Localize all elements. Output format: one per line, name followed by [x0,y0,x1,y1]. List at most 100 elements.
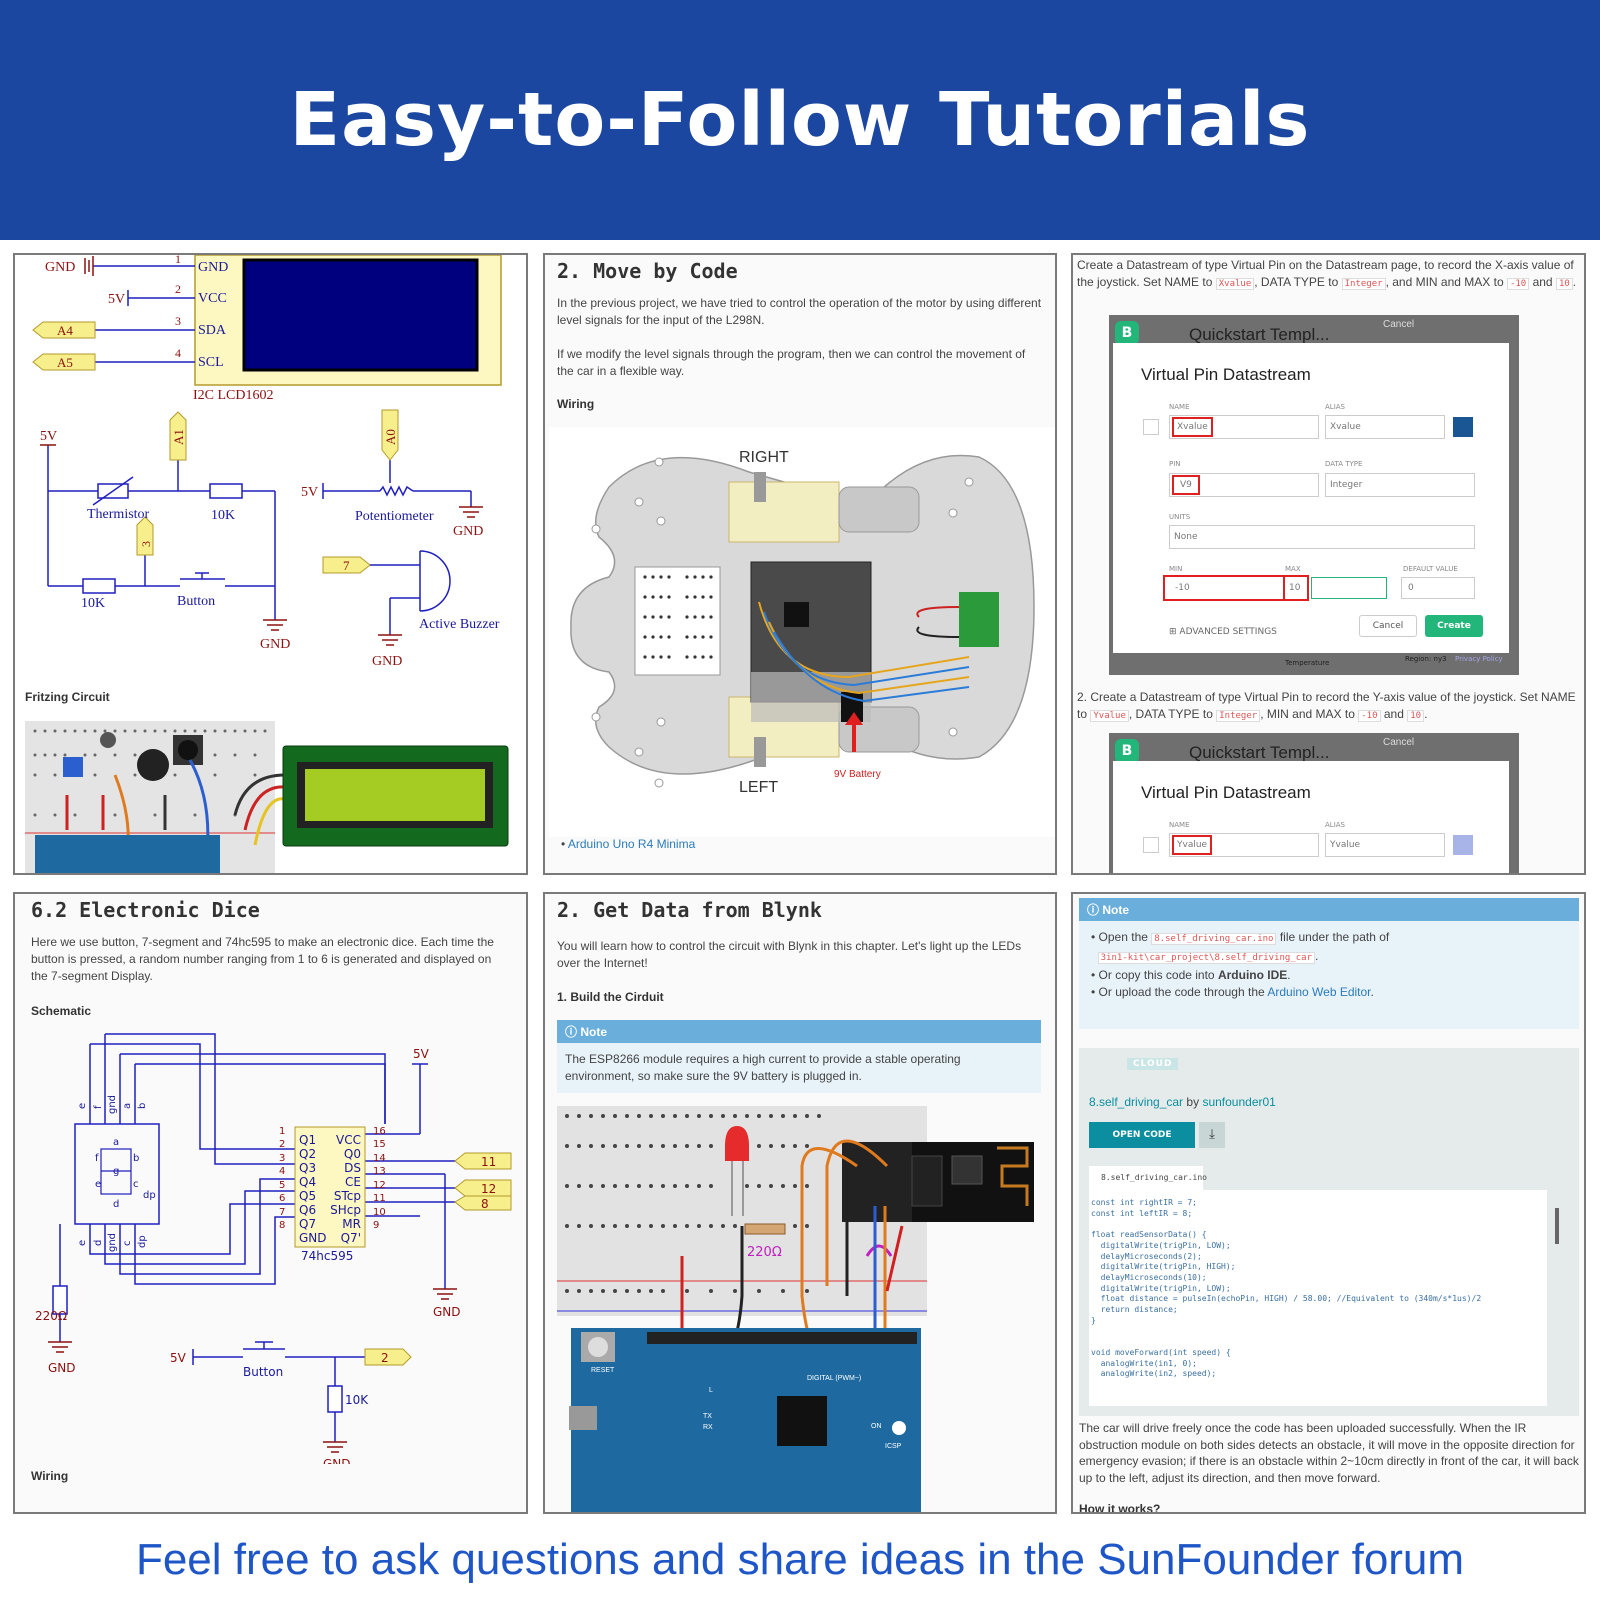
gnd-label-button: GND [323,1457,351,1464]
note-list: • Open the 8.self_driving_car.ino file u… [1079,921,1579,1029]
name-input[interactable]: Xvalue [1169,415,1319,439]
code-line: digitalWrite(trigPin, LOW); [1091,1240,1231,1250]
reset-label: RESET [591,1367,615,1374]
bullet3-pre: Or upload the code through the [1098,985,1265,999]
bg-template-title-2: Quickstart Templ... [1189,743,1330,762]
alias-input[interactable]: Xvalue [1325,415,1445,439]
dialog-title: Virtual Pin Datastream [1141,365,1311,384]
code-line [1091,1326,1545,1337]
chip-pin-q3: Q3 [299,1161,316,1175]
chip-pin-ds: DS [344,1161,361,1175]
note-title: Note [580,1025,608,1039]
alias-input-2[interactable]: Yvalue [1325,833,1445,857]
chip-pin-gnd: GND [299,1231,327,1245]
step1-end: , and MIN and MAX to [1385,275,1504,289]
privacy-link[interactable]: Privacy Policy [1455,655,1503,663]
step1-type-code: Integer [1341,278,1386,290]
svg-text:f: f [93,1105,104,1109]
button-label-lcd: Button [177,594,215,609]
list-item-arduino[interactable]: • Arduino Uno R4 Minima [561,837,696,851]
footer-banner: Feel free to ask questions and share ide… [0,1525,1600,1595]
5v-label-pot: 5V [301,485,318,500]
name-value-2: Yvalue [1171,835,1213,855]
bullet1-post: file under the path of [1279,930,1390,944]
tag-8: 8 [481,1197,489,1211]
name-input-2[interactable]: Yvalue [1169,833,1319,857]
bullet1-file: 8.self_driving_car.ino [1151,933,1277,945]
panel5-paragraph: You will learn how to control the circui… [557,939,1022,970]
pin-n7: 7 [279,1207,285,1218]
pin-n6: 6 [279,1193,285,1204]
code-line: } [1091,1315,1096,1325]
sketch-name-link[interactable]: 8.self_driving_car [1089,1095,1184,1109]
color-swatch-2[interactable] [1453,835,1473,855]
svg-text:e: e [95,1179,101,1190]
cube-icon [1143,419,1159,435]
name-label: NAME [1169,403,1190,411]
panel2-paragraph-1: In the previous project, we have tried t… [557,296,1042,327]
blynk-wiring-diagram: 220Ω RESET DIGITAL (PWM~) ON [557,1106,1034,1512]
tag-11: 11 [481,1155,496,1169]
bullet2-bold: Arduino IDE [1217,968,1288,982]
step2-type-code: Integer [1216,710,1261,722]
svg-text:dp: dp [143,1190,156,1201]
max-input[interactable]: 10 [1283,575,1309,601]
max-stepper[interactable] [1311,577,1387,599]
on-label: ON [871,1423,882,1430]
footer-text: Feel free to ask questions and share ide… [135,1535,1465,1584]
color-swatch[interactable] [1453,417,1473,437]
cancel-button[interactable]: Cancel [1359,615,1417,637]
datatype-select[interactable]: Integer [1325,473,1475,497]
note-text: The ESP8266 module requires a high curre… [557,1043,1041,1093]
lcd-pin-sda: SDA [198,323,227,338]
author-link[interactable]: sunfounder01 [1202,1095,1276,1109]
a4-tag: A4 [57,323,73,338]
default-input[interactable]: 0 [1401,577,1475,599]
alias-label-2: ALIAS [1325,821,1345,829]
pin-select[interactable]: V9 [1169,473,1319,497]
panel-blynk-data: 2. Get Data from Blynk You will learn ho… [543,892,1057,1514]
web-editor-link[interactable]: Arduino Web Editor [1267,985,1371,999]
code-line: float readSensorData() { [1091,1230,1207,1240]
panel4-paragraph: Here we use button, 7-segment and 74hc59… [31,935,494,983]
chip-pin-shcp: SHcp [330,1203,361,1217]
pin-value: V9 [1172,475,1200,495]
file-tab[interactable]: 8.self_driving_car.ino [1089,1166,1207,1190]
note-bullet-3: • Or upload the code through the Arduino… [1091,985,1374,999]
5v-label-therm: 5V [40,429,57,444]
svg-text:c: c [122,1241,133,1247]
create-button[interactable]: Create [1425,615,1483,637]
svg-text:b: b [133,1153,139,1164]
web-editor-embed: CLOUD 8.self_driving_car by sunfounder01… [1079,1048,1579,1416]
tag-12: 12 [481,1182,496,1196]
gnd-label-therm: GND [260,637,290,652]
note-title-2: Note [1102,903,1130,917]
open-code-button[interactable]: OPEN CODE [1089,1122,1195,1148]
thermistor-label: Thermistor [87,507,150,522]
name-value: Xvalue [1172,417,1213,437]
advanced-settings-toggle[interactable]: ⊞ ADVANCED SETTINGS [1169,627,1277,637]
step2-end: , MIN and MAX to [1260,707,1355,721]
pin-n8: 8 [279,1220,285,1231]
resistor-220-label-blynk: 220Ω [747,1245,782,1260]
code-block: const int rightIR = 7;const int leftIR =… [1091,1198,1545,1380]
icsp-label: ICSP [885,1443,902,1450]
rx-label: RX [703,1424,713,1431]
units-select[interactable]: None [1169,525,1475,549]
step2-mid: , DATA TYPE to [1128,707,1213,721]
code-scrollbar[interactable] [1555,1208,1559,1244]
code-line: analogWrite(in1, 0); [1091,1358,1197,1368]
bg-template-title: Quickstart Templ... [1189,325,1330,344]
svg-text:d: d [93,1240,104,1246]
cube-icon-2 [1143,837,1159,853]
chip-pin-mr: MR [342,1217,361,1231]
5v-label-chip: 5V [413,1047,430,1061]
note-box-2: ⓘ Note • Open the 8.self_driving_car.ino… [1079,898,1579,1029]
download-icon[interactable]: ⤓ [1199,1122,1225,1148]
gnd-label-chip: GND [433,1305,461,1319]
arduino-link[interactable]: Arduino Uno R4 Minima [567,837,696,851]
chip-pin-q7: Q7 [299,1217,316,1231]
region-label: Region: ny3 [1405,655,1447,663]
tx-label: TX [703,1413,712,1420]
